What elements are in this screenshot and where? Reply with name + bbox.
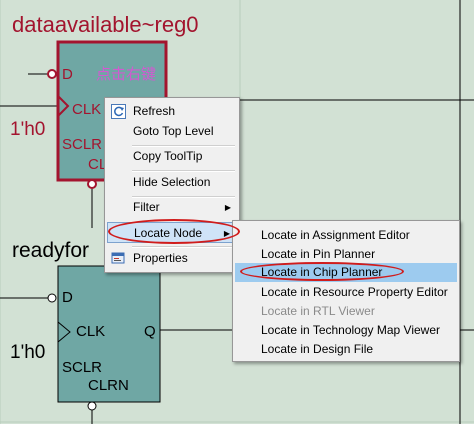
pin-clk-label: CLK xyxy=(76,323,106,340)
submenu-item-design-file[interactable]: Locate in Design File xyxy=(235,339,457,360)
submenu-item-label: Locate in Pin Planner xyxy=(261,247,376,261)
menu-separator xyxy=(132,170,235,172)
submenu-item-label: Locate in Resource Property Editor xyxy=(261,285,448,299)
submenu-item-label: Locate in Technology Map Viewer xyxy=(261,323,441,337)
menu-item-goto-top-level[interactable]: Goto Top Level xyxy=(107,121,237,142)
menu-item-label: Filter xyxy=(133,200,160,214)
pin-sclr-label: SCLR xyxy=(62,136,103,153)
pin-clrn-label: CLRN xyxy=(88,377,129,394)
register-name-reg0: dataavailable~reg0 xyxy=(12,12,199,37)
submenu-arrow-icon: ▶ xyxy=(224,203,231,212)
pin-sclr-label: SCLR xyxy=(62,359,103,376)
submenu-item-label: Locate in Design File xyxy=(261,342,374,356)
menu-item-label: Refresh xyxy=(133,104,176,118)
menu-item-hide-selection[interactable]: Hide Selection xyxy=(107,172,237,193)
annotation-ellipse-locate-node xyxy=(108,219,240,244)
submenu-item-pin-planner[interactable]: Locate in Pin Planner xyxy=(235,244,457,265)
menu-icon-gutter xyxy=(105,98,129,272)
menu-separator xyxy=(132,145,235,147)
submenu-item-label: Locate in RTL Viewer xyxy=(261,304,375,318)
menu-item-label: Goto Top Level xyxy=(133,124,214,138)
annotation-right-click: 点击右键 xyxy=(96,66,157,83)
context-menu: Refresh Goto Top Level Copy ToolTip Hide… xyxy=(104,97,240,273)
submenu-item-assignment-editor[interactable]: Locate in Assignment Editor xyxy=(235,225,457,246)
pin-d-label: D xyxy=(62,66,73,83)
menu-item-label: Copy ToolTip xyxy=(133,149,203,163)
menu-item-properties[interactable]: Properties xyxy=(107,248,237,269)
submenu-item-label: Locate in Assignment Editor xyxy=(261,228,410,242)
menu-item-filter[interactable]: Filter ▶ xyxy=(107,197,237,218)
menu-item-refresh[interactable]: Refresh xyxy=(107,101,237,122)
menu-icon-gutter xyxy=(233,221,257,361)
menu-item-label: Hide Selection xyxy=(133,175,211,189)
const-value-reg0: 1'h0 xyxy=(10,119,46,140)
pin-d-inverter xyxy=(47,69,57,79)
annotation-ellipse-chip-planner xyxy=(240,262,404,281)
locate-node-submenu: Locate in Assignment Editor Locate in Pi… xyxy=(232,220,460,362)
pin-clk-label: CLK xyxy=(72,101,102,118)
submenu-item-technology-map-viewer[interactable]: Locate in Technology Map Viewer xyxy=(235,320,457,341)
submenu-item-resource-property-editor[interactable]: Locate in Resource Property Editor xyxy=(235,282,457,303)
pin-clrn-inverter xyxy=(87,179,97,189)
register-name-reg1: readyfor xyxy=(12,239,90,262)
pin-clrn-label: CL xyxy=(88,156,108,173)
pin-d-inverter xyxy=(47,293,57,303)
menu-item-label: Properties xyxy=(133,251,188,265)
menu-item-copy-tooltip[interactable]: Copy ToolTip xyxy=(107,146,237,167)
pin-q-label: Q xyxy=(144,323,156,340)
submenu-item-rtl-viewer: Locate in RTL Viewer xyxy=(235,301,457,322)
const-value-reg1: 1'h0 xyxy=(10,342,46,363)
menu-separator xyxy=(132,246,235,248)
pin-clrn-inverter xyxy=(87,401,97,411)
menu-separator xyxy=(132,196,235,198)
refresh-icon xyxy=(111,104,126,119)
pin-d-label: D xyxy=(62,289,73,306)
properties-icon xyxy=(111,252,125,264)
